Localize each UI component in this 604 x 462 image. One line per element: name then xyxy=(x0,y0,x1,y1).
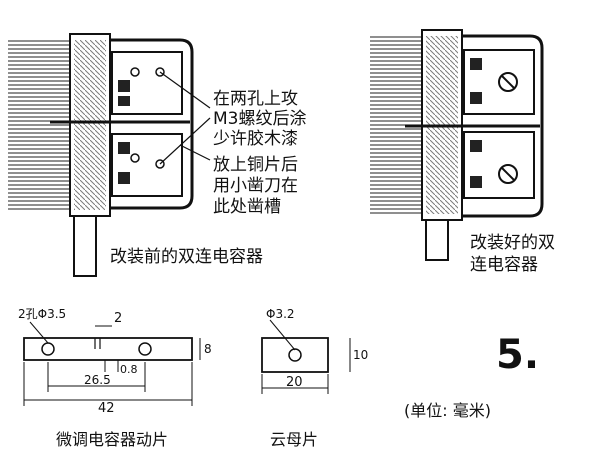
figure-number: 5. xyxy=(496,332,539,378)
annotation-top-line3: 少许胶木漆 xyxy=(213,129,298,149)
mica-plate-dim-20: 20 xyxy=(286,375,303,390)
mica-plate-dim-10: 10 xyxy=(353,348,368,362)
moving-plate-caption: 微调电容器动片 xyxy=(56,430,168,449)
mica-plate-caption: 云母片 xyxy=(270,430,318,449)
mica-plate-drawing xyxy=(261,319,351,394)
annotation-top-line1: 在两孔上攻 xyxy=(213,89,298,109)
moving-plate-dim-8: 8 xyxy=(204,342,212,356)
annotation-bottom-line2: 用小凿刀在 xyxy=(213,176,298,196)
moving-plate-holes-label: 2孔Φ3.5 xyxy=(18,307,66,321)
moving-plate-dim-42: 42 xyxy=(98,401,115,416)
capacitor-after-drawing xyxy=(370,29,544,261)
caption-before: 改装前的双连电容器 xyxy=(110,247,263,267)
caption-after-line2: 连电容器 xyxy=(470,255,538,275)
moving-plate-dim-26-5: 26.5 xyxy=(84,373,111,387)
capacitor-before-drawing xyxy=(8,33,211,277)
moving-plate-dim-2: 2 xyxy=(114,311,122,326)
mica-plate-hole-label: Φ3.2 xyxy=(266,307,295,321)
annotation-bottom-line1: 放上铜片后 xyxy=(213,155,298,175)
moving-plate-dim-0-8: 0.8 xyxy=(120,363,138,376)
annotation-top-line2: M3螺纹后涂 xyxy=(213,109,306,129)
moving-plate-drawing xyxy=(23,321,201,406)
caption-after-line1: 改装好的双 xyxy=(470,233,555,253)
unit-note: (单位: 毫米) xyxy=(404,401,491,420)
annotation-bottom-line3: 此处凿槽 xyxy=(213,197,281,217)
